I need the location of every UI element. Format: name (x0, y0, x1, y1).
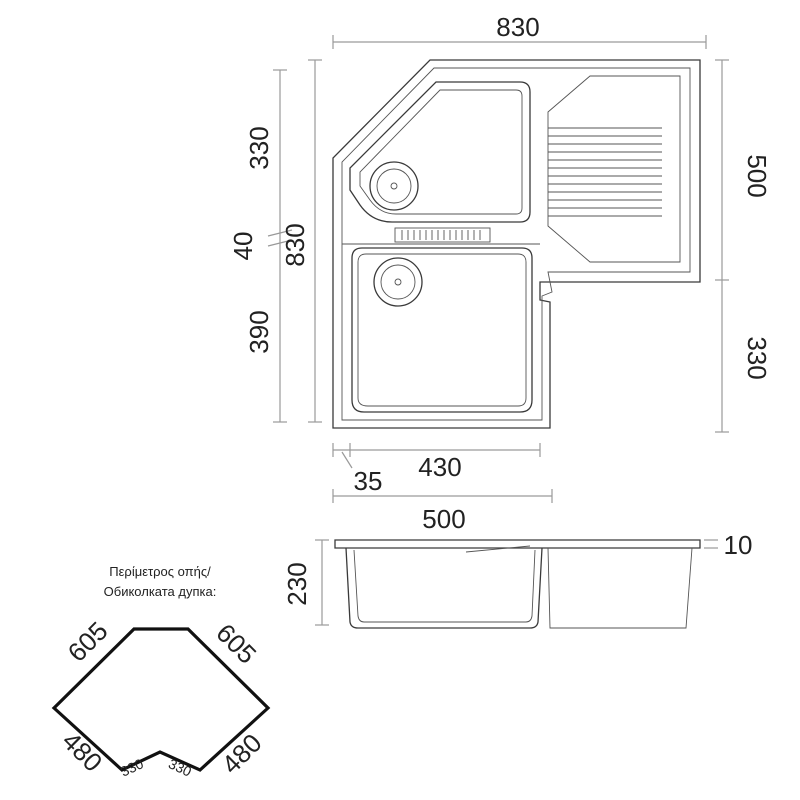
drain-1 (369, 161, 419, 211)
sink-top-view (332, 59, 701, 429)
cutout-caption-line1: Περίμετρος οπής/ (109, 564, 211, 579)
bowl-2-inner (357, 253, 527, 407)
gap-40-label: 40 (228, 232, 258, 261)
bowl2-390-label: 390 (244, 310, 274, 353)
cutout-left-480: 480 (56, 726, 108, 778)
side-rim (334, 539, 701, 549)
rim-10-label: 10 (724, 530, 753, 560)
width-830-label: 830 (496, 12, 539, 42)
drainer-grooves (548, 127, 662, 217)
leader (267, 239, 293, 247)
depth-830-label: 830 (280, 223, 310, 266)
side-view: 500 230 10 (282, 489, 753, 629)
bowl-1 (349, 81, 531, 223)
overflow-strainer (394, 227, 491, 243)
cutout-top-left-605: 605 (62, 616, 114, 668)
cutout-inner-right-330: 330 (166, 755, 194, 779)
bowl-2 (351, 247, 533, 413)
bowl-width-430-label: 430 (418, 452, 461, 482)
side-bowl (345, 547, 543, 629)
sink-outline (332, 59, 701, 429)
cutout-perimeter: Περίμετρος οπής/ Обиколката дупка: 605 6… (51, 564, 271, 780)
leader (267, 229, 293, 237)
side-bowl-inner (353, 549, 536, 623)
cutout-outline (51, 627, 271, 772)
side-height-230-label: 230 (282, 562, 312, 605)
leader (341, 451, 353, 469)
side-overflow (465, 545, 531, 553)
edge-35-label: 35 (354, 466, 383, 496)
sink-outline-inner (341, 67, 691, 421)
cutout-top-right-605: 605 (210, 618, 262, 670)
side-width-500-label: 500 (422, 504, 465, 534)
cutout-caption-line2: Обиколката дупка: (104, 584, 217, 599)
bowl-1-inner (359, 89, 523, 215)
cutout-right-480: 480 (216, 728, 268, 780)
strainer-frame (394, 227, 491, 243)
bowl1-330-label: 330 (244, 126, 274, 169)
side-drainer (547, 547, 693, 629)
drain-2 (373, 257, 423, 307)
drainer-board (547, 75, 681, 263)
drainer-330-label: 330 (742, 336, 772, 379)
drainer-500-label: 500 (742, 154, 772, 197)
top-view-dimensions: 830 330 40 390 830 500 330 430 35 (228, 12, 772, 496)
